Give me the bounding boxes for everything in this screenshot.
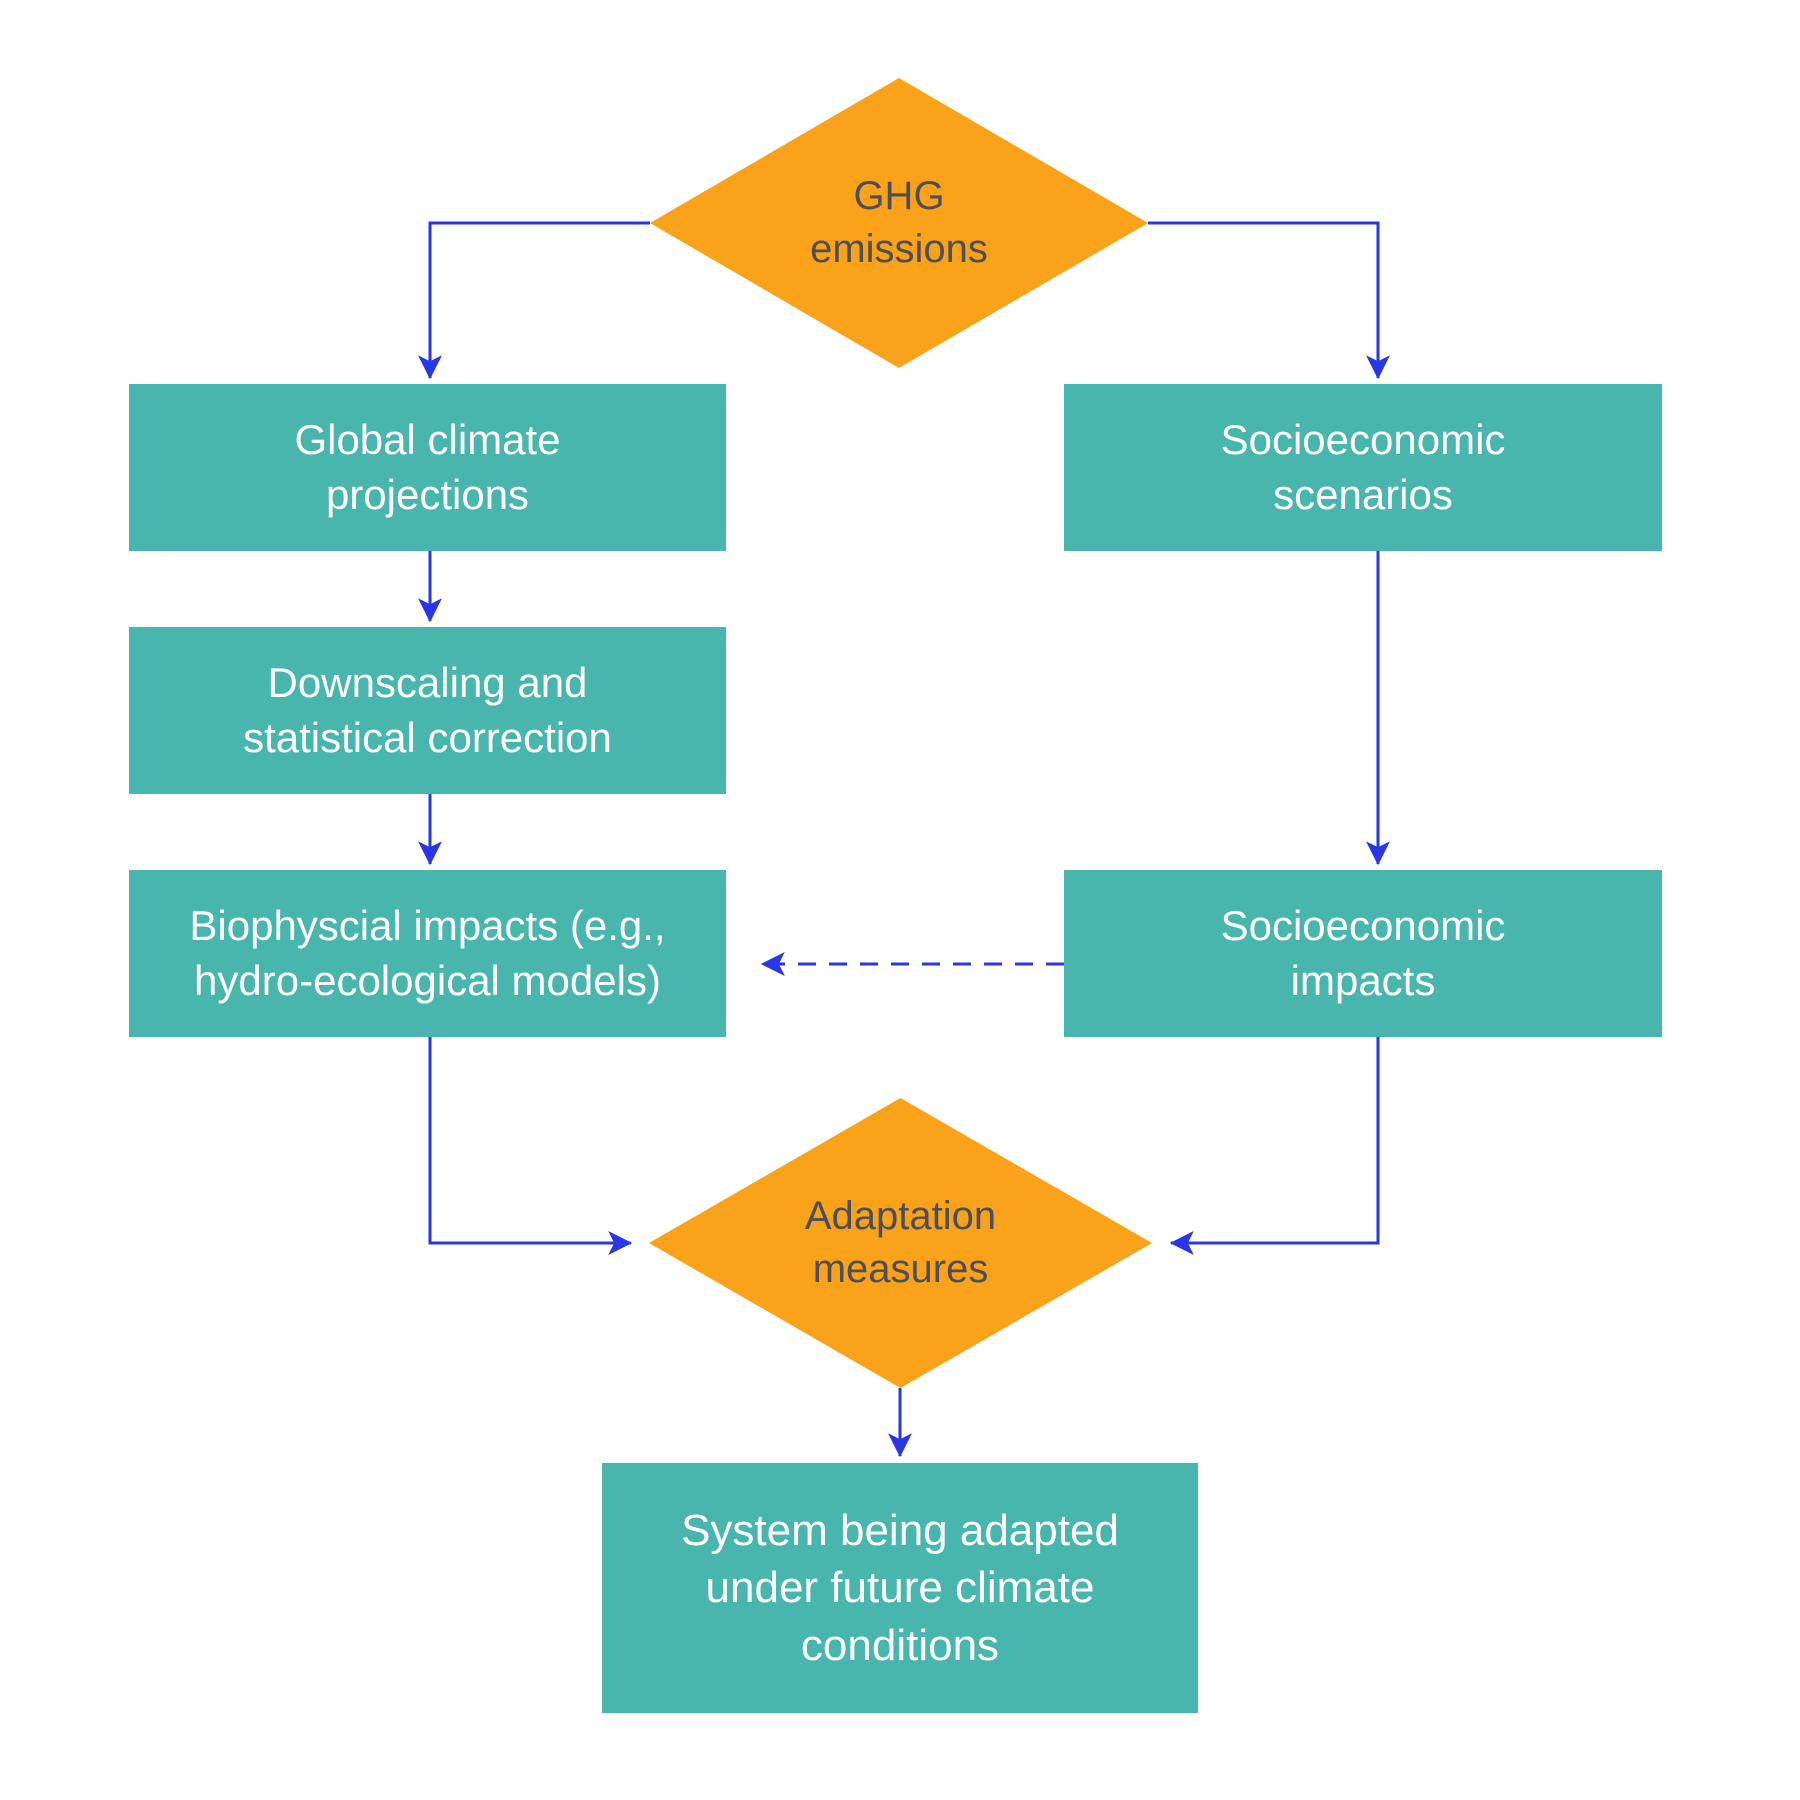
node-socioeconomic-impacts: Socioeconomic impacts	[1064, 870, 1662, 1037]
node-label: Global climate projections	[294, 415, 561, 518]
node-label: System being adapted under future climat…	[681, 1506, 1119, 1670]
node-global-climate-projections: Global climate projections	[129, 384, 726, 551]
node-label: Downscaling and statistical correction	[243, 658, 612, 761]
edge-ghg-to-global	[418, 221, 650, 380]
node-downscaling-statistical-correction: Downscaling and statistical correction	[129, 627, 726, 794]
node-label: GHG emissions	[810, 174, 988, 271]
edge-ghg-to-scenarios	[1148, 221, 1390, 380]
edge-biophysical-to-adaptation	[428, 1037, 633, 1255]
node-socioeconomic-scenarios: Socioeconomic scenarios	[1064, 384, 1662, 551]
node-label: Socioeconomic scenarios	[1220, 415, 1506, 518]
edge-impacts-to-adaptation	[1169, 1037, 1380, 1255]
node-label: Adaptation measures	[804, 1194, 997, 1291]
node-label: Socioeconomic impacts	[1220, 901, 1506, 1004]
node-label: Biophyscial impacts (e.g., hydro-ecologi…	[189, 901, 666, 1004]
node-system-being-adapted: System being adapted under future climat…	[602, 1463, 1198, 1713]
node-biophysical-impacts: Biophyscial impacts (e.g., hydro-ecologi…	[129, 870, 726, 1037]
